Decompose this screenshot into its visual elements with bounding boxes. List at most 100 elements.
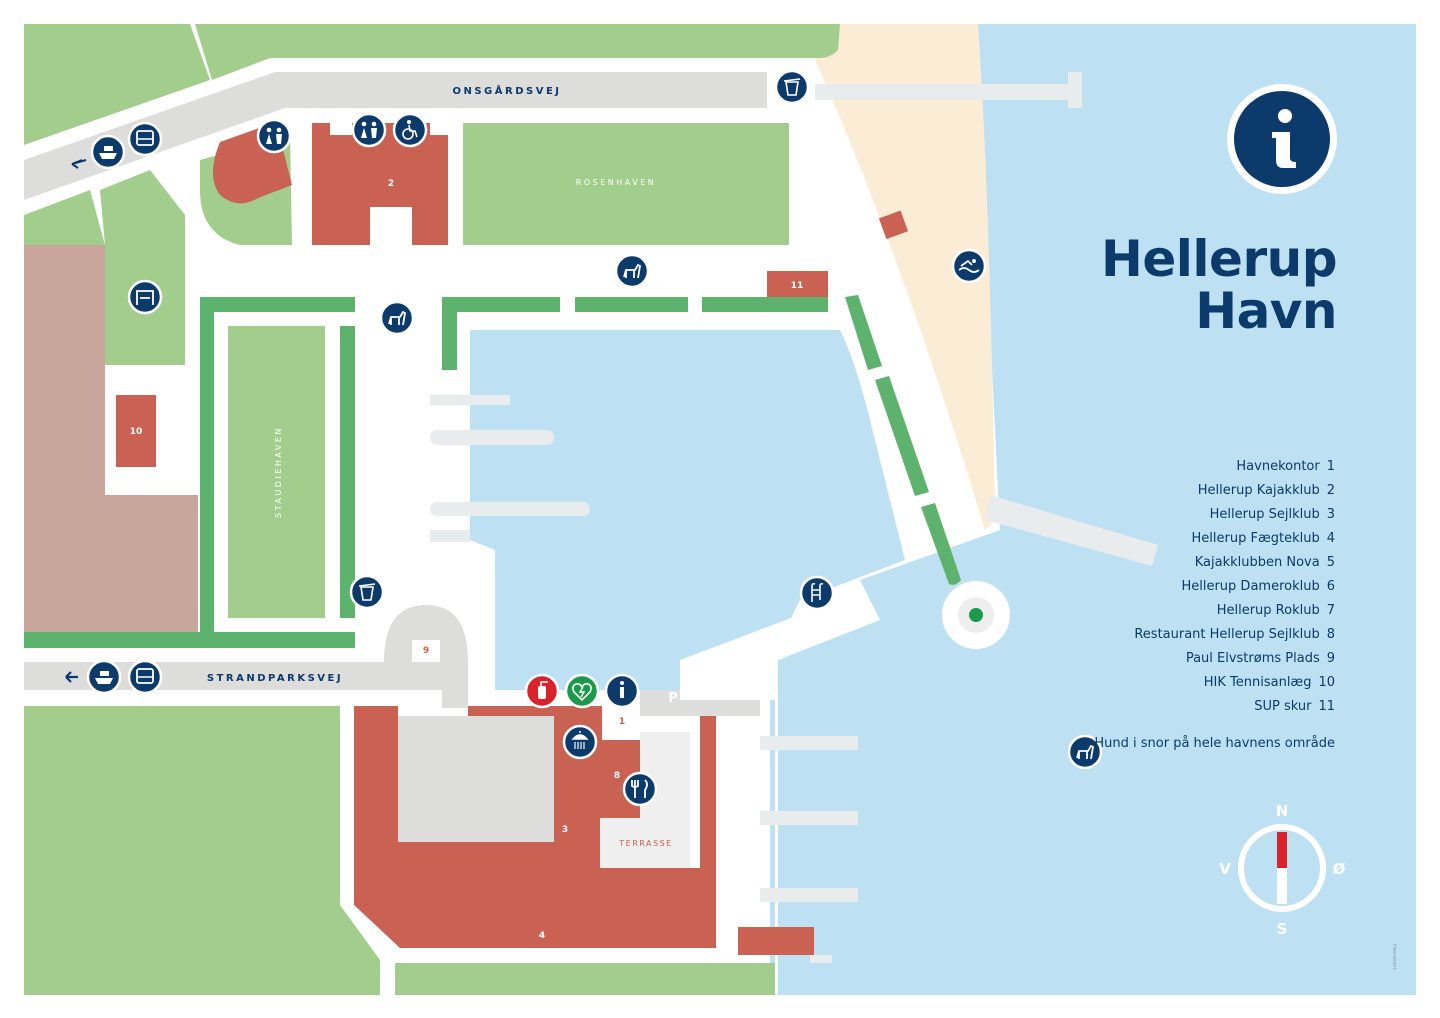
compass-s: S [1277, 920, 1288, 938]
legend-item-name: Hellerup Dameroklub [1181, 578, 1320, 594]
shower-icon [562, 724, 598, 760]
legend-item: Hellerup Sejlklub 3 [1015, 502, 1335, 526]
bus-icon [127, 121, 163, 157]
fire-extinguisher-icon [524, 673, 560, 709]
credit: Havnekort [1391, 944, 1397, 970]
legend-item-name: Kajakklubben Nova [1194, 554, 1320, 570]
building-number-7: 7 [709, 891, 715, 901]
dog-legend-text: Hund i snor på hele havnens område [1094, 736, 1335, 751]
building-number-10: 10 [130, 427, 143, 437]
compass-w: V [1219, 860, 1231, 878]
building-number-4: 4 [539, 931, 545, 941]
beach-hut [878, 210, 909, 240]
legend-item-number: 2 [1326, 482, 1335, 498]
legend-item-name: Hellerup Kajakklub [1197, 482, 1320, 498]
map-title-line1: Hellerup [1101, 230, 1338, 288]
defibrillator-icon [564, 673, 600, 709]
compass: N S Ø V [1219, 802, 1345, 938]
building-number-1: 1 [619, 717, 625, 727]
grass-south [395, 963, 775, 995]
sea [778, 24, 1416, 995]
legend-item: Hellerup Kajakklub 2 [1015, 478, 1335, 502]
label-terrasse: TERRASSE [618, 839, 672, 848]
grass-north [195, 24, 840, 80]
legend-item-number: 3 [1326, 506, 1335, 522]
rosenhaven-lawn [463, 123, 789, 245]
label-rosenhaven: ROSENHAVEN [576, 178, 656, 187]
building-number-8: 8 [614, 771, 620, 781]
legend-item-name: Havnekontor [1236, 458, 1320, 474]
legend-item-name: Paul Elvstrøms Plads [1185, 650, 1320, 666]
building-number-9: 9 [423, 646, 429, 656]
swim-icon [951, 248, 987, 284]
toilet-icon [351, 112, 387, 148]
east-pier [985, 495, 1158, 566]
building-11 [767, 271, 828, 297]
harbour-light [969, 608, 983, 622]
legend-item-number: 11 [1318, 698, 1335, 714]
legend-item: Restaurant Hellerup Sejlklub 8 [1015, 622, 1335, 646]
grass-sw [24, 706, 380, 995]
legend-item: Kajakklubben Nova 5 [1015, 550, 1335, 574]
legend-item: HIK Tennisanlæg 10 [1015, 670, 1335, 694]
legend-item-name: Hellerup Sejlklub [1209, 506, 1320, 522]
sup-building-south [738, 927, 814, 955]
playground-icon [127, 279, 163, 315]
building-number-11: 11 [791, 281, 804, 291]
legend-item-number: 1 [1326, 458, 1335, 474]
building-number-5: 5 [709, 739, 715, 749]
label-parking: P [668, 691, 678, 706]
restaurant-icon [622, 771, 658, 807]
grass-playground [100, 170, 185, 365]
beach [815, 24, 995, 530]
legend-item-number: 6 [1326, 578, 1335, 594]
building-2 [312, 123, 448, 245]
courtyard [398, 716, 554, 842]
dog-leash-icon [379, 300, 415, 336]
legend-item: Havnekontor 1 [1015, 454, 1335, 478]
compass-n: N [1276, 802, 1289, 820]
ladder-icon [799, 575, 835, 611]
legend-item: Paul Elvstrøms Plads 9 [1015, 646, 1335, 670]
info-icon [604, 673, 640, 709]
building-10 [116, 395, 156, 467]
arrow-west-icon [65, 671, 78, 683]
dog-leash-icon [614, 253, 650, 289]
trash-icon [349, 574, 385, 610]
toilet-icon [256, 118, 292, 154]
legend-item-number: 5 [1326, 554, 1335, 570]
north-pier [815, 84, 1070, 100]
legend-item: SUP skur 11 [1015, 694, 1335, 718]
legend-item-number: 10 [1318, 674, 1335, 690]
building-3-4 [354, 706, 716, 948]
legend-item: Hellerup Dameroklub 6 [1015, 574, 1335, 598]
arrow-west-icon [71, 159, 87, 169]
legend-item-number: 9 [1326, 650, 1335, 666]
label-staudiehaven: STAUDIEHAVEN [274, 426, 283, 518]
legend-item-name: SUP skur [1254, 698, 1312, 714]
ferry-icon [86, 659, 122, 695]
building-number-3: 3 [562, 825, 568, 835]
legend-item: Hellerup Roklub 7 [1015, 598, 1335, 622]
staudiehaven-lawn [228, 326, 325, 618]
grass-nw [24, 24, 210, 145]
compass-needle-south [1277, 868, 1287, 904]
legend-item-number: 8 [1326, 626, 1335, 642]
road-label-strandparksvej: STRANDPARKSVEJ [207, 673, 343, 684]
legend-item-name: Hellerup Roklub [1216, 602, 1320, 618]
dog-legend: Hund i snor på hele havnens område [1094, 736, 1335, 751]
road-onsgardsvej [24, 72, 767, 200]
legend-item-name: Restaurant Hellerup Sejlklub [1134, 626, 1320, 642]
building-number-6: 6 [709, 814, 715, 824]
tennis-area [24, 245, 198, 632]
bus-icon [127, 659, 163, 695]
legend-item-name: HIK Tennisanlæg [1203, 674, 1312, 690]
legend-item-number: 7 [1326, 602, 1335, 618]
road-label-onsgardsvej: ONSGÅRDSVEJ [452, 84, 561, 97]
building-number-2: 2 [388, 179, 394, 189]
road-strandparksvej [24, 662, 760, 716]
info-icon [1227, 84, 1337, 194]
trash-icon [774, 69, 810, 105]
